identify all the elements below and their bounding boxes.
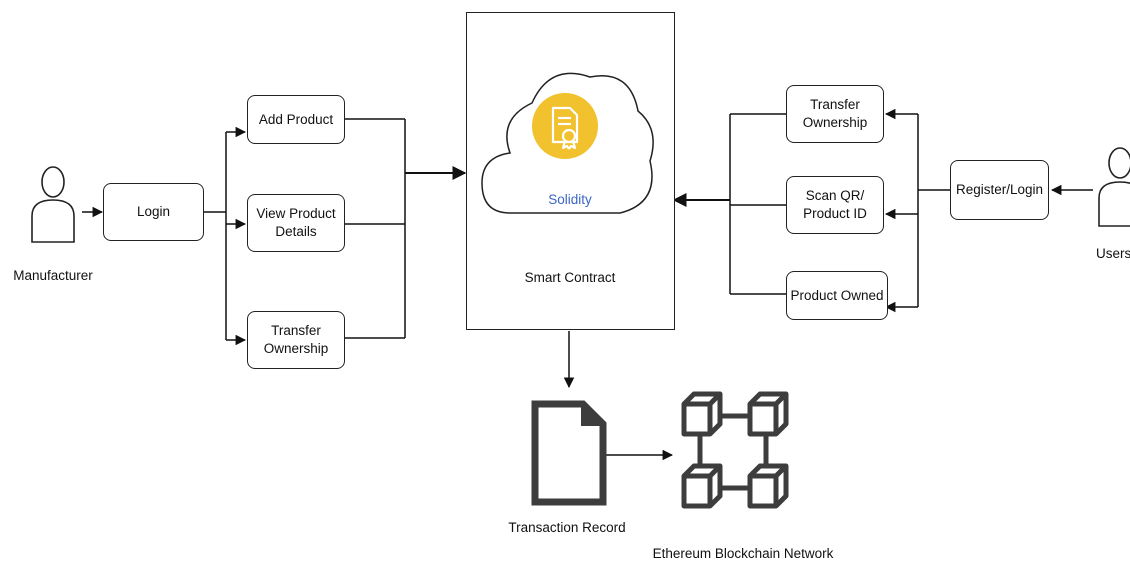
- document-icon: [531, 400, 607, 506]
- solidity-label: Solidity: [548, 192, 592, 207]
- view-product-details-box: View Product Details: [247, 194, 345, 252]
- product-owned-box: Product Owned: [786, 271, 888, 320]
- login-box: Login: [103, 183, 204, 241]
- transaction-record-label: Transaction Record: [508, 520, 626, 535]
- users-person-icon: [1098, 147, 1130, 227]
- manufacturer-label: Manufacturer: [13, 268, 93, 283]
- blockchain-network-label: Ethereum Blockchain Network: [652, 546, 834, 561]
- scan-qr-box: Scan QR/ Product ID: [786, 176, 884, 234]
- add-product-box: Add Product: [247, 95, 345, 144]
- smart-contract-title: Smart Contract: [524, 270, 616, 285]
- transfer-ownership-user-box: Transfer Ownership: [786, 85, 884, 143]
- certificate-badge-icon: [532, 93, 598, 159]
- transfer-ownership-manufacturer-box: Transfer Ownership: [247, 311, 345, 369]
- manufacturer-person-icon: [31, 166, 75, 243]
- blockchain-icon: [681, 391, 789, 509]
- register-login-box: Register/Login: [950, 160, 1049, 220]
- users-label: Users: [1096, 246, 1130, 261]
